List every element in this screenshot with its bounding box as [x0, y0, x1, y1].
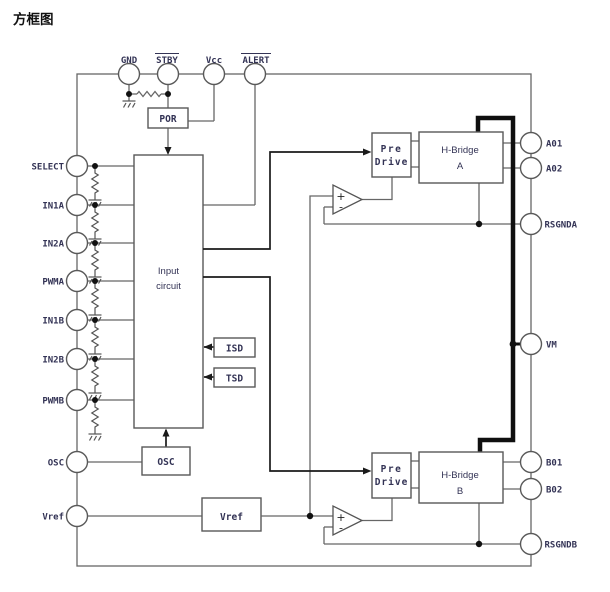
pin-alert — [243, 62, 267, 86]
vref-block-label: Vref — [220, 512, 243, 523]
h-bridge-b-label-line2: B — [457, 486, 463, 497]
pre-drive-b-arrow — [363, 467, 372, 475]
tsd-label: TSD — [226, 374, 243, 385]
pin-vcc — [202, 62, 226, 86]
pin-pwma — [65, 269, 89, 293]
pin-vm — [519, 332, 543, 356]
rsgnda-label: RSGNDA — [545, 221, 578, 231]
pin-gnd — [117, 62, 141, 86]
junction-dots — [92, 91, 517, 548]
osc-block-label: OSC — [157, 457, 174, 468]
tsd-block: TSD — [203, 367, 256, 388]
pin-osc — [65, 450, 89, 474]
vm-label: VM — [546, 341, 557, 351]
pre-drive-a-label-line1: Pre — [381, 144, 403, 155]
left-pins — [65, 154, 89, 528]
rsgnda-net — [324, 183, 521, 225]
pre-drive-b-label-line2: Drive — [375, 477, 409, 488]
pin-b01 — [519, 450, 543, 474]
stby-label: STBY — [156, 56, 178, 66]
alert-label: ALERT — [242, 56, 270, 66]
left-pin-labels: SELECT IN1A IN2A PWMA IN1B IN2B PWMB OSC… — [31, 163, 64, 523]
comparator-b: + - — [323, 498, 393, 544]
h-bridge-a-block: H-Bridge A — [418, 131, 504, 184]
comparator-a-minus: - — [339, 201, 343, 214]
por-label: POR — [159, 114, 176, 125]
pin-rsgnda — [519, 212, 543, 236]
b01-label: B01 — [546, 459, 562, 469]
pre-drive-a-arrow — [363, 148, 372, 156]
ground-symbol — [121, 95, 137, 109]
comparator-b-minus: - — [339, 522, 343, 535]
in1b-label: IN1B — [42, 317, 64, 327]
h-bridge-a-label-line2: A — [457, 161, 464, 172]
pin-pwmb — [65, 388, 89, 412]
osc-block: OSC — [141, 428, 191, 476]
pin-stby — [156, 62, 180, 86]
tsd-arrow — [203, 373, 212, 381]
pin-in2b — [65, 347, 89, 371]
pwmb-label: PWMB — [42, 397, 64, 407]
pre-drive-a-label-line2: Drive — [375, 157, 409, 168]
por-arrow — [164, 147, 172, 155]
a01-label: A01 — [546, 140, 562, 150]
right-pin-labels: A01 A02 RSGNDA VM B01 B02 RSGNDB — [545, 140, 578, 551]
top-pins — [117, 62, 267, 86]
por-block: POR — [147, 107, 189, 129]
isd-arrow — [203, 343, 212, 351]
alert-wire — [203, 85, 256, 206]
rsgndb-label: RSGNDB — [545, 541, 578, 551]
in2b-label: IN2B — [42, 356, 64, 366]
osc-arrow — [162, 428, 170, 437]
isd-block: ISD — [203, 337, 256, 358]
stby-pulldown-resistor — [136, 90, 162, 98]
a02-label: A02 — [546, 165, 562, 175]
page-title: 方框图 — [13, 12, 54, 27]
pin-in1a — [65, 193, 89, 217]
pre-drive-b-label-line1: Pre — [381, 464, 403, 475]
input-circuit-block: Input circuit — [133, 154, 204, 429]
pin-b02 — [519, 477, 543, 501]
right-pins — [519, 131, 543, 556]
vref-label: Vref — [42, 513, 64, 523]
select-label: SELECT — [31, 163, 64, 173]
pre-drive-a-block: Pre Drive — [371, 132, 412, 178]
gnd-label: GND — [121, 56, 138, 66]
bridge-b-wires — [411, 460, 521, 490]
pre-drive-b-block: Pre Drive — [371, 452, 412, 499]
pwma-label: PWMA — [42, 278, 64, 288]
h-bridge-a-label-line1: H-Bridge — [441, 145, 479, 156]
b02-label: B02 — [546, 486, 562, 496]
osc-label: OSC — [48, 459, 64, 469]
in2a-label: IN2A — [42, 240, 64, 250]
signal-route-b — [203, 276, 372, 475]
pin-select — [65, 154, 89, 178]
in1a-label: IN1A — [42, 202, 64, 212]
input-circuit-label-line2: circuit — [156, 281, 181, 292]
comparator-b-plus: + — [336, 511, 345, 524]
comparator-a-plus: + — [336, 190, 345, 203]
vcc-label: Vcc — [206, 56, 222, 66]
pin-in1b — [65, 308, 89, 332]
isd-label: ISD — [226, 344, 243, 355]
pin-rsgndb — [519, 532, 543, 556]
pin-in2a — [65, 231, 89, 255]
top-pin-labels: GND STBY Vcc ALERT — [121, 52, 271, 66]
input-circuit-label-line1: Input — [158, 266, 179, 277]
h-bridge-b-label-line1: H-Bridge — [441, 470, 479, 481]
pin-vref — [65, 504, 89, 528]
pin-a01 — [519, 131, 543, 155]
signal-route-a — [203, 148, 372, 250]
pin-a02 — [519, 156, 543, 180]
h-bridge-b-block: H-Bridge B — [418, 451, 504, 504]
vref-block: Vref — [201, 497, 262, 532]
vref-rail — [261, 195, 333, 517]
comparator-a: + - — [323, 177, 393, 224]
rsgndb-net — [324, 503, 521, 545]
